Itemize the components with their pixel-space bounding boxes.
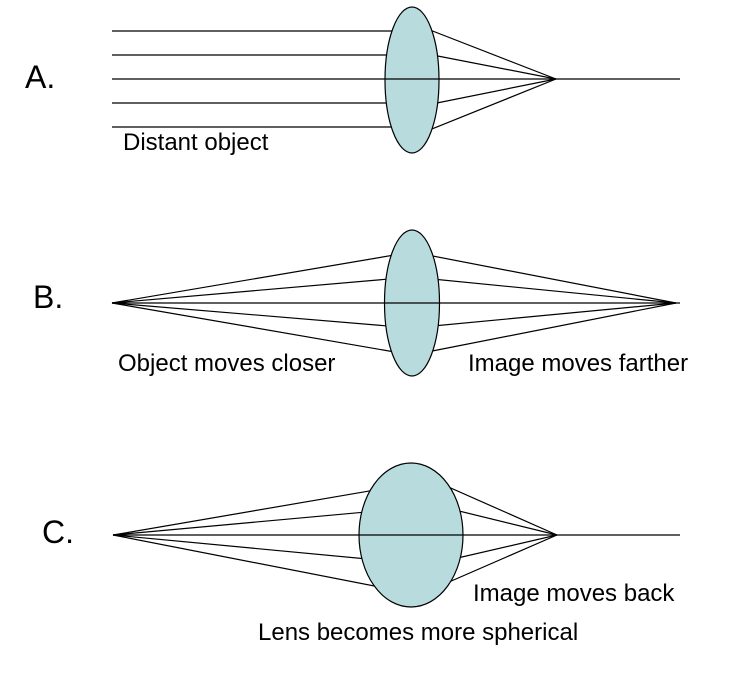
ray-incoming-c bbox=[112, 534, 411, 564]
ray-incoming-b bbox=[111, 302, 413, 356]
section-b-group bbox=[111, 229, 680, 377]
ray-incoming-b bbox=[111, 251, 413, 304]
ray-incoming-b bbox=[111, 302, 413, 329]
ray-outgoing-b bbox=[411, 276, 677, 304]
ray-incoming-c bbox=[112, 483, 411, 536]
caption-image-moves-farther: Image moves farther bbox=[468, 350, 689, 377]
section-label-c: C. bbox=[42, 514, 74, 550]
caption-lens-becomes-more-spherical: Lens becomes more spherical bbox=[258, 619, 579, 646]
ray-outgoing-b bbox=[411, 302, 677, 329]
section-label-b: B. bbox=[33, 279, 64, 315]
ray-outgoing-a bbox=[411, 78, 557, 138]
ray-incoming-c bbox=[112, 534, 411, 594]
ray-incoming-b bbox=[111, 276, 413, 304]
lens-a bbox=[384, 6, 440, 154]
section-label-a: A. bbox=[25, 59, 56, 95]
section-a-group bbox=[112, 6, 680, 154]
section-c-group bbox=[112, 462, 680, 608]
ray-incoming-c bbox=[112, 507, 411, 536]
ray-outgoing-b bbox=[411, 251, 677, 304]
ray-outgoing-b bbox=[411, 302, 677, 356]
caption-distant-object: Distant object bbox=[123, 129, 269, 156]
caption-object-moves-closer: Object moves closer bbox=[118, 350, 336, 377]
caption-image-moves-back: Image moves back bbox=[473, 580, 675, 607]
ray-outgoing-a bbox=[411, 22, 557, 80]
